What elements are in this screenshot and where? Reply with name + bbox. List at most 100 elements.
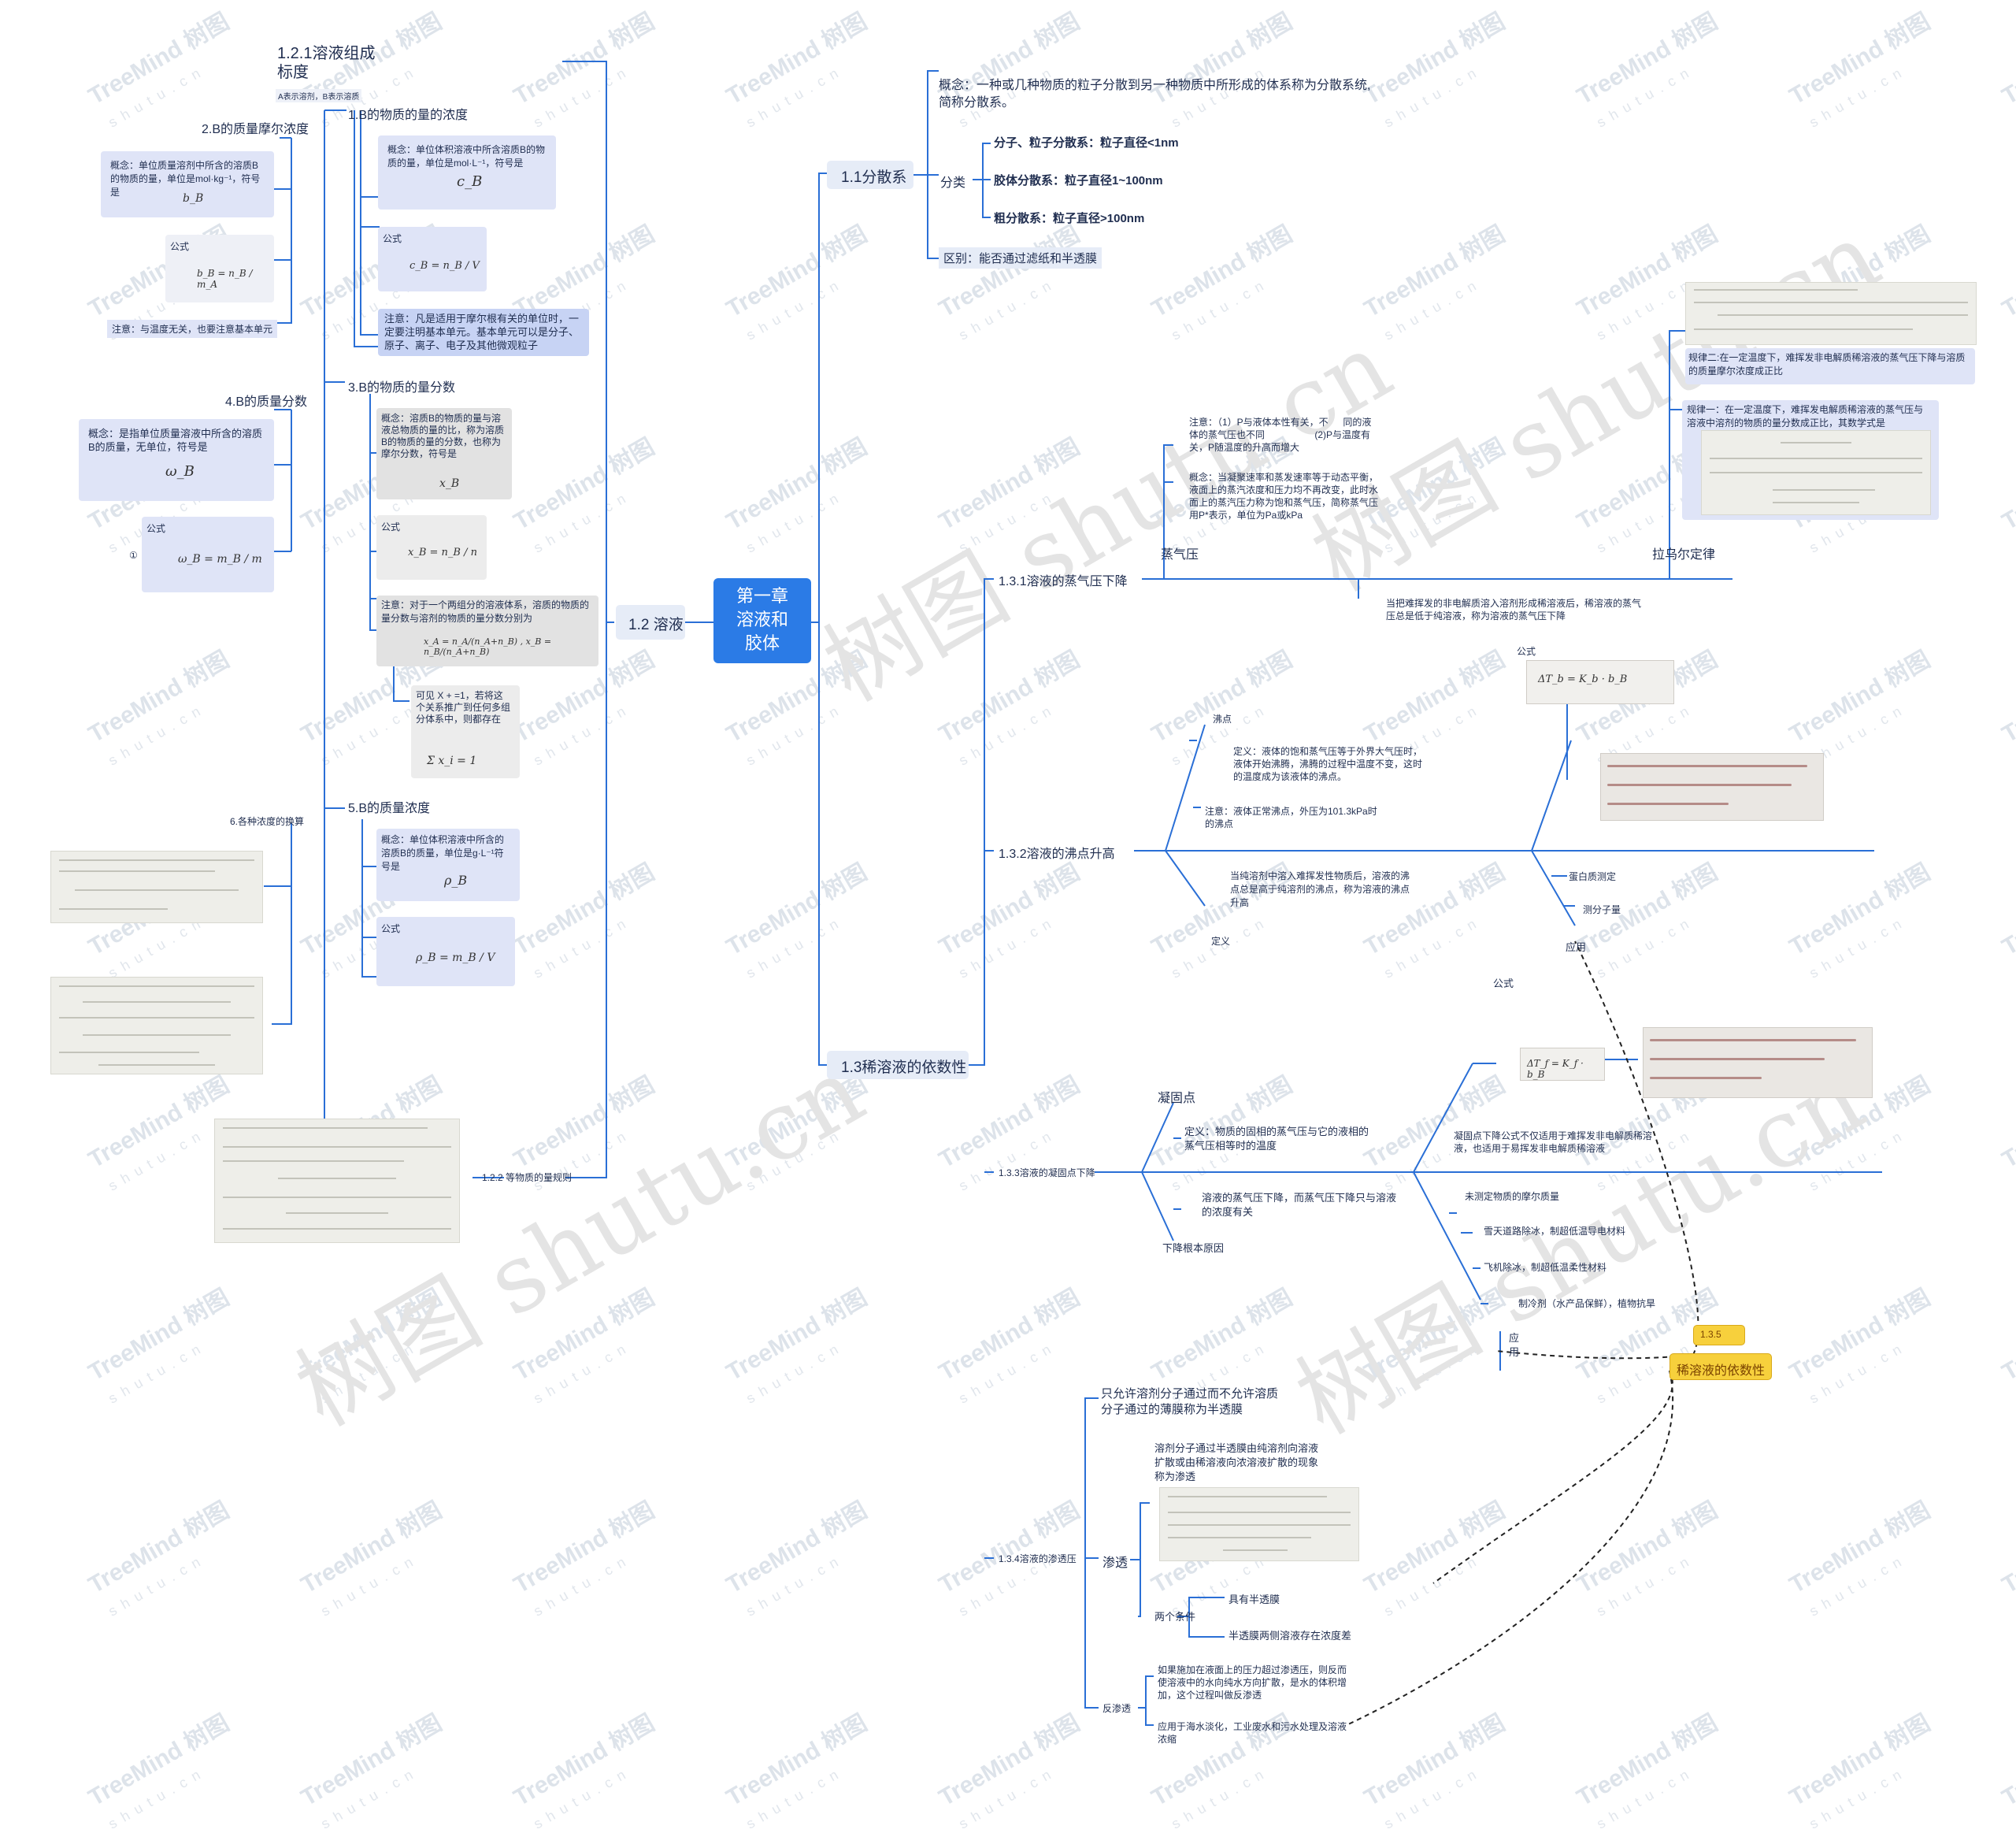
s3-note-box: 注意：对于一个两组分的溶液体系，溶质的物质的量分数与溶剂的物质的量分数分别为 x… <box>376 596 598 666</box>
s3-formula: x_B = n_B / n <box>408 547 477 558</box>
b134-osm-label: 渗透 <box>1102 1557 1128 1570</box>
s2-note: 注意：与温度无关，也要注意基本单元 <box>107 320 278 338</box>
s4-formula-box: 公式 ω_B = m_B / m <box>142 517 274 592</box>
s3-concept-text: 概念：溶质B的物质的量与溶液总物质的量的比，称为溶质B的物质的量的分数，也称为摩… <box>381 413 505 459</box>
b132-app-label: 应用 <box>1566 941 1587 953</box>
summary-node[interactable]: 稀溶液的依数性 <box>1670 1353 1772 1380</box>
s2-formula: b_B = n_B / m_A <box>197 268 253 290</box>
branch-colligative[interactable]: 1.3稀溶液的依数性 <box>827 1051 969 1079</box>
s2-formula-label: 公式 <box>170 241 190 252</box>
b11-classify: 分类 <box>940 176 966 190</box>
b132-def-text: 当纯溶剂中溶入难挥发性物质后，溶液的沸点总是高于纯溶剂的沸点，称为溶液的沸点升高 <box>1230 870 1410 908</box>
b132-formula-image: ΔT_b = K_b · b_B <box>1526 660 1674 704</box>
b131-raoult: 拉乌尔定律 <box>1652 548 1716 562</box>
s1-symbol: c_B <box>457 173 483 190</box>
b132-bp-note: 注意：液体正常沸点，外压为101.3kPa时的沸点 <box>1205 806 1377 829</box>
s4-marker: ① <box>129 550 138 561</box>
b131-image-2 <box>1701 430 1931 515</box>
b133-app-1: 未测定物质的摩尔质量 <box>1465 1191 1560 1202</box>
b134-cond-label: 两个条件 <box>1154 1611 1196 1623</box>
b131-rule2: 规律二:在一定温度下，难挥发非电解质稀溶液的蒸气压下降与溶质的质量摩尔浓度成正比 <box>1688 352 1966 377</box>
s121-note: A表示溶剂，B表示溶质 <box>276 89 362 102</box>
root-node[interactable]: 第一章 溶液和 胶体 <box>713 578 811 663</box>
s3-extra-formula: Σ x_i = 1 <box>427 755 477 767</box>
s5-formula-label: 公式 <box>381 923 401 934</box>
b133-fp-def: 定义：物质的固相的蒸气压与它的液相的蒸气压相等时的温度 <box>1184 1126 1369 1152</box>
s3-title: 3.B的物质的量分数 <box>348 381 456 395</box>
b131-rule1: 规律一：在一定温度下，难挥发电解质稀溶液的蒸气压与溶液中溶剂的物质的量分数成正比… <box>1687 404 1924 429</box>
s5-concept-text: 概念：单位体积溶液中所含的溶质B的质量，单位是g·L⁻¹符号是 <box>381 834 505 872</box>
s4-formula: ω_B = m_B / m <box>178 553 262 566</box>
branch-solution-label: 1.2 溶液 <box>628 617 684 633</box>
branch-dispersion[interactable]: 1.1分散系 <box>827 161 914 189</box>
b133-formula-image: ΔT_f = K_f · b_B <box>1520 1048 1605 1081</box>
s5-title: 5.B的质量浓度 <box>348 802 431 815</box>
s2-concept-text: 概念：单位质量溶剂中所含的溶质B的物质的量，单位是mol·kg⁻¹，符号是 <box>110 160 261 198</box>
s3-note-formula: x_A = n_A/(n_A+n_B) , x_B = n_B/(n_A+n_B… <box>424 636 552 657</box>
b134-rev-app: 应用于海水淡化，工业废水和污水处理及溶液浓缩 <box>1158 1721 1347 1745</box>
s121-title: 1.2.1溶液组成 标度 <box>277 45 376 81</box>
branch-dispersion-label: 1.1分散系 <box>841 169 907 186</box>
b134-cond-1: 具有半透膜 <box>1228 1594 1280 1605</box>
b133-hand-notes <box>1643 1027 1873 1098</box>
summary-tag[interactable]: 1.3.5 <box>1693 1325 1745 1345</box>
b131-vp-note: 注意：（1）P与液体本性有关，不 同的液体的蒸气压也不同 (2)P与温度有关，P… <box>1189 417 1372 453</box>
root-label: 第一章 溶液和 胶体 <box>736 586 788 653</box>
b131-def: 当把难挥发的非电解质溶入溶剂形成稀溶液后，稀溶液的蒸气压总是低于纯溶液，称为溶液… <box>1386 598 1642 622</box>
b131-vp: 蒸气压 <box>1161 548 1199 562</box>
s1-formula: c_B = n_B / V <box>410 260 480 272</box>
s3-symbol: x_B <box>439 477 460 490</box>
s122-title: 1.2.2 等物质的量规则 <box>482 1172 573 1183</box>
s5-formula: ρ_B = m_B / V <box>416 952 495 964</box>
b131-rule2-box: 规律二:在一定温度下，难挥发非电解质稀溶液的蒸气压下降与溶质的质量摩尔浓度成正比 <box>1685 348 1975 384</box>
s2-symbol: b_B <box>183 192 204 205</box>
s3-concept-box: 概念：溶质B的物质的量与溶液总物质的量的比，称为溶质B的物质的量的分数，也称为摩… <box>376 408 512 499</box>
s6-title: 6.各种浓度的换算 <box>230 816 305 827</box>
b134-membrane: 只允许溶剂分子通过而不允许溶质分子通过的薄膜称为半透膜 <box>1101 1387 1279 1416</box>
b134-osm-def: 溶剂分子通过半透膜由纯溶剂向溶液扩散或由稀溶液向浓溶液扩散的现象称为渗透 <box>1154 1442 1319 1482</box>
b131-vp-concept: 概念：当凝聚速率和蒸发速率等于动态平衡，液面上的蒸汽浓度和压力均不再改变，此时水… <box>1189 472 1379 521</box>
b11-item-3: 粗分散系：粒子直径>100nm <box>994 212 1145 225</box>
s3-formula-box: 公式 x_B = n_B / n <box>376 515 487 580</box>
s1-concept-box: 概念：单位体积溶液中所含溶质B的物质的量，单位是mol·L⁻¹，符号是 c_B <box>378 135 556 210</box>
b133-formula-label: 公式 <box>1493 978 1514 989</box>
b134-title: 1.3.4溶液的渗透压 <box>999 1553 1077 1564</box>
b133-app-3: 飞机除冰，制超低温柔性材料 <box>1484 1262 1607 1273</box>
b134-cond-2: 半透膜两侧溶液存在浓度差 <box>1228 1630 1352 1642</box>
b133-app-4: 制冷剂（水产品保鲜），植物抗旱 <box>1518 1298 1656 1309</box>
b134-rev-label: 反渗透 <box>1102 1703 1132 1714</box>
s4-title: 4.B的质量分数 <box>225 395 308 409</box>
b134-rev-def: 如果施加在液面上的压力超过渗透压，则反而使溶液中的水向纯水方向扩散，是水的体积增… <box>1158 1664 1347 1701</box>
s5-formula-box: 公式 ρ_B = m_B / V <box>376 917 515 986</box>
s1-note-box: 注意：凡是适用于摩尔根有关的单位时，一定要注明基本单元。基本单元可以是分子、原子… <box>378 309 589 356</box>
b131-title: 1.3.1溶液的蒸气压下降 <box>999 575 1128 588</box>
s3-formula-label: 公式 <box>381 521 401 532</box>
b11-concept: 概念：一种或几种物质的粒子分散到另一种物质中所形成的体系称为分散系统,简称分散系… <box>939 79 1371 109</box>
b132-app-2: 测分子量 <box>1583 904 1621 915</box>
s2-formula-box: 公式 b_B = n_B / m_A <box>165 235 274 302</box>
summary-tag-label: 1.3.5 <box>1700 1329 1721 1340</box>
b132-bp: 沸点 <box>1213 714 1232 725</box>
b133-app-label: 应 用 <box>1509 1332 1520 1358</box>
s3-note-text: 注意：对于一个两组分的溶液体系，溶质的物质的量分数与溶剂的物质的量分数分别为 <box>381 599 590 624</box>
b132-formula-label: 公式 <box>1517 646 1536 657</box>
s4-concept-box: 概念：是指单位质量溶液中所含的溶质B的质量，无单位，符号是 ω_B <box>79 419 274 501</box>
b133-cause-text: 溶液的蒸气压下降，而蒸气压下降只与溶液的浓度有关 <box>1202 1192 1397 1218</box>
s1-formula-label: 公式 <box>383 233 402 244</box>
b11-diff: 区别：能否通过滤纸和半透膜 <box>939 247 1102 269</box>
s6-image-1 <box>50 851 263 923</box>
b132-hand-notes <box>1600 753 1824 821</box>
s4-symbol: ω_B <box>165 463 195 480</box>
b133-note: 凝固点下降公式不仅适用于难挥发非电解质稀溶液，也适用于易挥发非电解质稀溶液 <box>1454 1130 1653 1154</box>
s6-image-2 <box>50 977 263 1074</box>
b133-fp: 凝固点 <box>1158 1092 1196 1105</box>
s3-extra-text: 可见 X + =1，若将这个关系推广到任何多组分体系中，则都存在 <box>416 690 511 725</box>
s1-title: 1.B的物质的量的浓度 <box>348 109 469 122</box>
b132-bp-def: 定义：液体的饱和蒸气压等于外界大气压时，液体开始沸腾，沸腾的过程中温度不变，这时… <box>1233 746 1423 782</box>
b11-item-2: 胶体分散系：粒子直径1~100nm <box>994 174 1163 187</box>
b131-rule1-box: 规律一：在一定温度下，难挥发电解质稀溶液的蒸气压与溶液中溶剂的物质的量分数成正比… <box>1682 400 1939 520</box>
branch-solution[interactable]: 1.2 溶液 <box>616 605 685 640</box>
b133-formula: ΔT_f = K_f · b_B <box>1527 1058 1584 1080</box>
s3-extra-box: 可见 X + =1，若将这个关系推广到任何多组分体系中，则都存在 Σ x_i =… <box>411 685 520 778</box>
s1-concept-text: 概念：单位体积溶液中所含溶质B的物质的量，单位是mol·L⁻¹，符号是 <box>387 144 546 169</box>
